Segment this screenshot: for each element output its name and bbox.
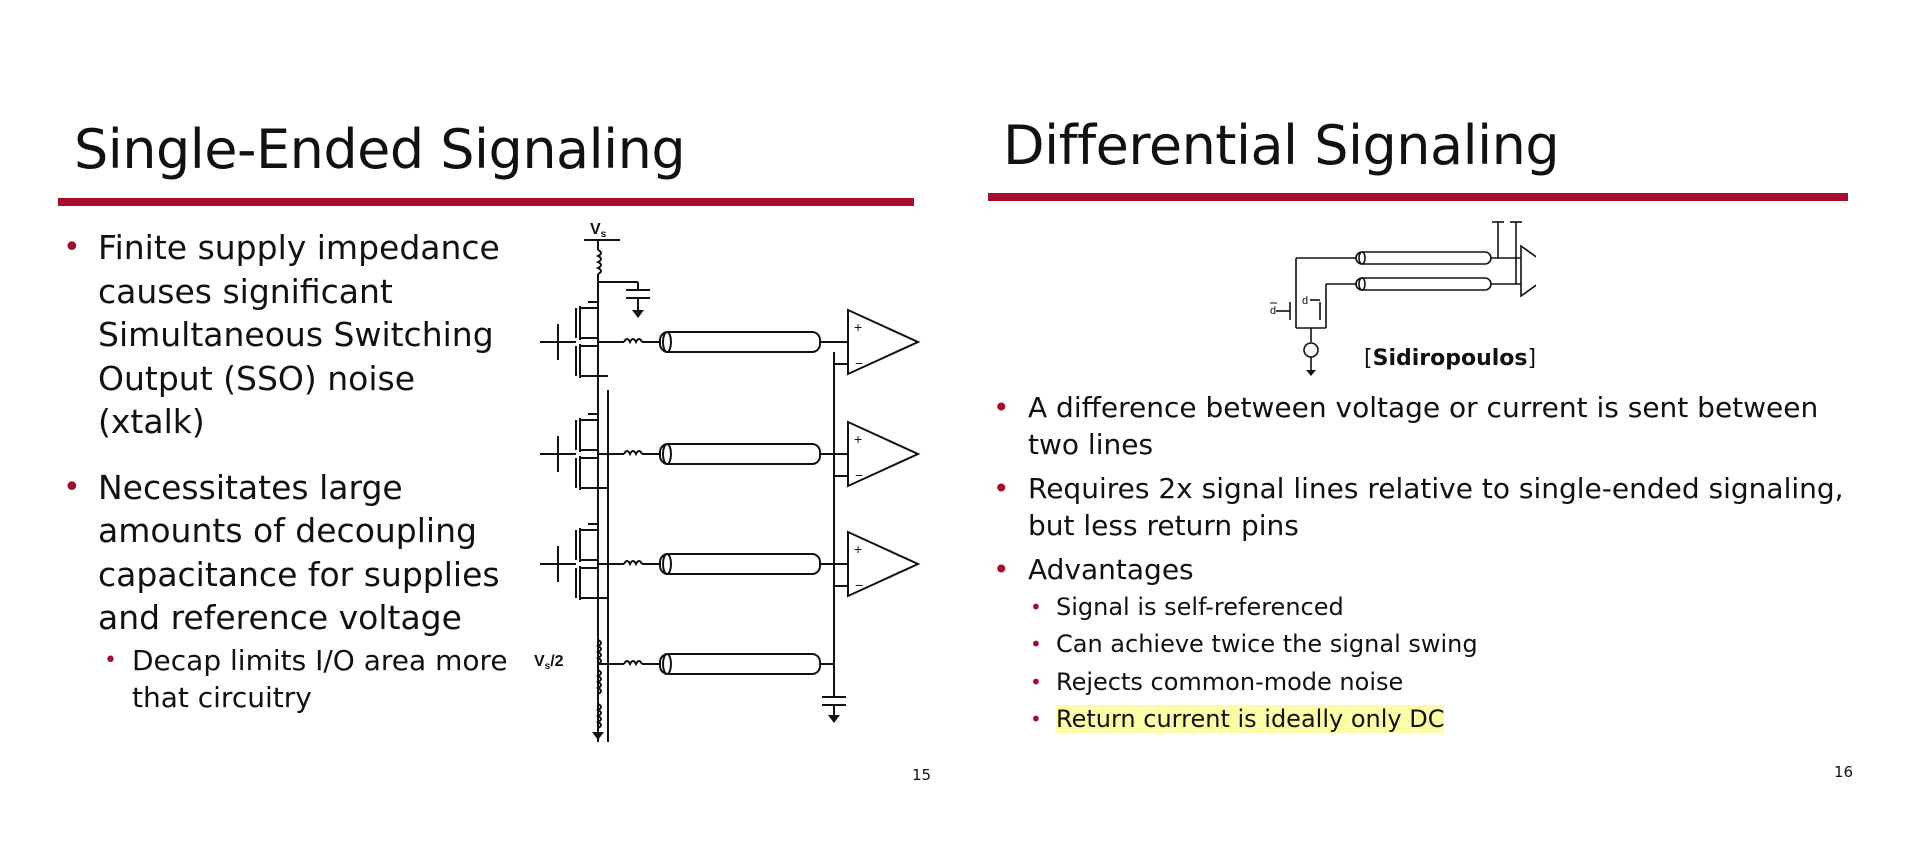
svg-text:−: − [855,577,863,593]
sub-bullet-item: Signal is self-referenced [1018,589,1848,627]
ground-icon [1306,370,1316,376]
svg-text:+: + [854,541,862,557]
bullet-item: Necessitates large amounts of decoupling… [58,466,518,640]
title-rule [58,198,914,206]
sub-bullet-item: Decap limits I/O area more that circuitr… [92,642,518,716]
svg-text:+: + [854,431,862,447]
d-bar-label: d [1270,305,1276,317]
svg-text:+: + [854,319,862,335]
single-ended-circuit-diagram: + − + − + − Vs Vs/2 [534,221,921,742]
slide-title: Single-Ended Signaling [74,118,686,181]
page-number: 15 [912,766,932,784]
bullet-item: Finite supply impedance causes significa… [58,226,518,444]
citation: [Sidiropoulos] [1364,346,1537,371]
differential-circuit-diagram: d d [1270,221,1536,376]
slide-title: Differential Signaling [1003,114,1560,177]
bullet-item: Advantages [988,552,1848,589]
sub-bullet-item: Return current is ideally only DC [1018,701,1848,739]
sub-bullet-item: Rejects common-mode noise [1018,664,1848,702]
ground-icon [632,310,644,318]
bullet-list: Finite supply impedance causes significa… [58,226,518,716]
page-number: 16 [1834,763,1854,781]
ground-icon [592,732,604,740]
svg-text:−: − [855,467,863,483]
ground-icon [828,715,840,723]
svg-text:−: − [855,355,863,371]
bullet-list: A difference between voltage or current … [988,390,1848,739]
slide-differential: Differential Signaling [954,0,1908,843]
supply-label: Vs [590,221,607,240]
reference-voltage-label: Vs/2 [534,653,564,672]
bullet-item: A difference between voltage or current … [988,390,1848,463]
d-label: d [1302,295,1308,307]
bullet-item: Requires 2x signal lines relative to sin… [988,471,1848,544]
title-rule [988,193,1848,201]
sub-bullet-item: Can achieve twice the signal swing [1018,626,1848,664]
highlighted-text: Return current is ideally only DC [1056,705,1445,733]
slide-single-ended: Single-Ended Signaling Finite supply imp… [0,0,954,843]
